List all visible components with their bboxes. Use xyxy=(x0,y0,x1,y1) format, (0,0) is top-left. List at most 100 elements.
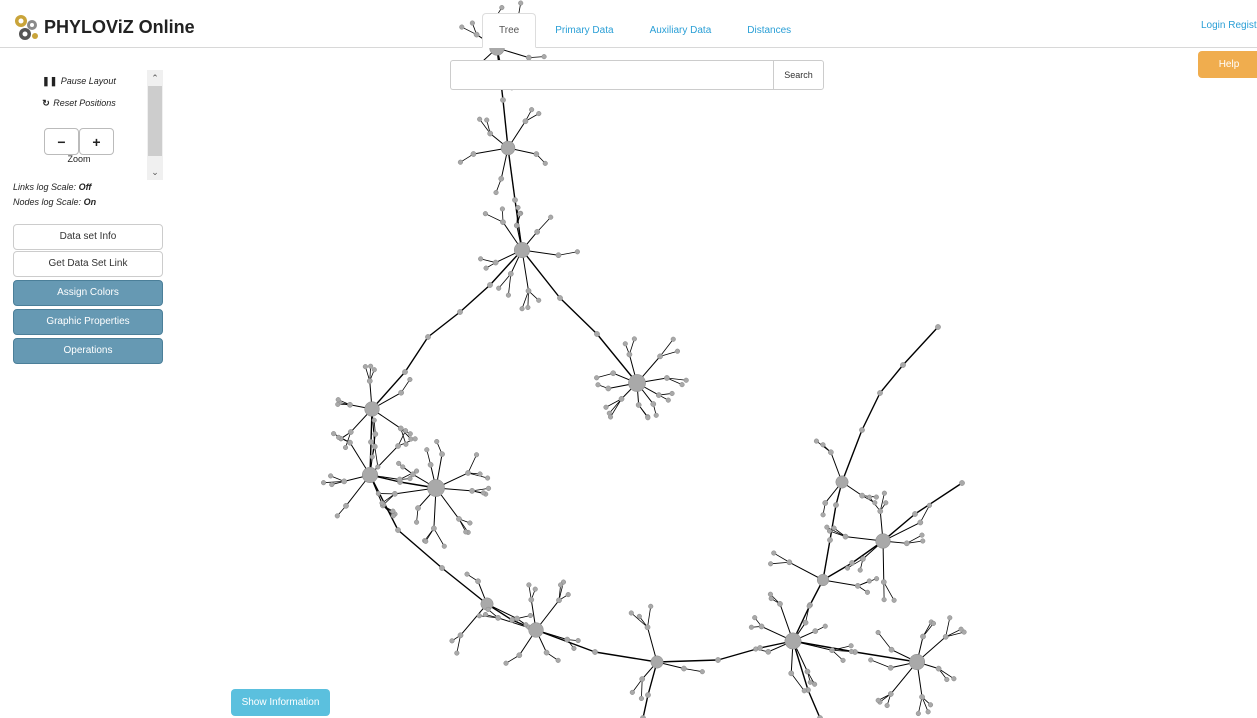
zoom-in-button[interactable]: + xyxy=(79,128,114,155)
tree-node[interactable] xyxy=(784,632,802,650)
tree-node[interactable] xyxy=(920,538,926,544)
tree-node[interactable] xyxy=(826,528,833,534)
tree-node[interactable] xyxy=(480,490,486,496)
tree-node[interactable] xyxy=(392,490,398,497)
login-register-link[interactable]: Login Registe xyxy=(1201,20,1257,31)
tree-node[interactable] xyxy=(509,617,515,623)
tree-node[interactable] xyxy=(903,540,910,547)
tree-node[interactable] xyxy=(788,670,795,677)
tree-node[interactable] xyxy=(900,362,906,368)
tree-node[interactable] xyxy=(361,466,379,484)
tree-node[interactable] xyxy=(628,610,634,616)
tree-node[interactable] xyxy=(618,396,625,402)
tree-node[interactable] xyxy=(644,624,651,631)
tab-tree[interactable]: Tree xyxy=(482,13,537,48)
tree-node[interactable] xyxy=(849,560,855,566)
tree-node[interactable] xyxy=(456,516,462,522)
tree-node[interactable] xyxy=(414,519,420,525)
zoom-out-button[interactable]: − xyxy=(44,128,79,155)
tree-node[interactable] xyxy=(574,249,580,255)
operations-button[interactable]: Operations xyxy=(13,338,163,364)
data-set-info-button[interactable]: Data set Info xyxy=(13,224,163,250)
tree-node[interactable] xyxy=(824,524,830,530)
tree-node[interactable] xyxy=(371,443,378,450)
tree-node[interactable] xyxy=(410,471,416,478)
tree-node[interactable] xyxy=(822,623,828,629)
get-data-set-link-button[interactable]: Get Data Set Link xyxy=(13,251,163,277)
tree-node[interactable] xyxy=(536,297,542,303)
tree-node[interactable] xyxy=(517,211,523,217)
tree-node[interactable] xyxy=(474,452,480,458)
tree-node[interactable] xyxy=(592,649,598,655)
tree-node[interactable] xyxy=(395,527,401,533)
tree-node[interactable] xyxy=(917,519,924,526)
tree-node[interactable] xyxy=(827,537,833,543)
tree-node[interactable] xyxy=(768,596,774,602)
tree-node[interactable] xyxy=(486,485,492,491)
tree-node[interactable] xyxy=(495,615,501,621)
tree-node[interactable] xyxy=(424,447,430,453)
tree-node[interactable] xyxy=(503,660,509,666)
tree-node[interactable] xyxy=(699,669,705,675)
tree-node[interactable] xyxy=(403,428,409,434)
tree-node[interactable] xyxy=(681,665,687,672)
tree-node[interactable] xyxy=(414,468,420,474)
tree-node[interactable] xyxy=(396,476,403,483)
tree-node[interactable] xyxy=(935,324,941,330)
assign-colors-button[interactable]: Assign Colors xyxy=(13,280,163,306)
tree-node[interactable] xyxy=(427,461,434,468)
tree-node[interactable] xyxy=(817,715,823,718)
tree-node[interactable] xyxy=(947,615,953,621)
tree-node[interactable] xyxy=(499,206,505,212)
tree-node[interactable] xyxy=(874,576,880,582)
tree-node[interactable] xyxy=(485,606,491,612)
tree-node[interactable] xyxy=(528,622,544,638)
tree-node[interactable] xyxy=(515,205,521,211)
tree-node[interactable] xyxy=(492,259,499,266)
tree-node[interactable] xyxy=(951,676,957,682)
chevron-down-icon[interactable]: ⌄ xyxy=(151,167,159,177)
tree-node[interactable] xyxy=(768,561,774,567)
tree-node[interactable] xyxy=(463,529,469,535)
tree-node[interactable] xyxy=(564,636,571,643)
tree-node[interactable] xyxy=(500,97,506,103)
tab-auxiliary-data[interactable]: Auxiliary Data xyxy=(649,25,712,36)
tree-node[interactable] xyxy=(757,645,763,651)
tree-node[interactable] xyxy=(884,702,890,709)
tree-node[interactable] xyxy=(854,583,861,589)
search-input[interactable] xyxy=(450,60,773,90)
tree-node[interactable] xyxy=(888,646,895,653)
controls-scrollbar[interactable]: ⌃ ⌄ xyxy=(147,70,163,180)
tree-node[interactable] xyxy=(320,480,327,486)
tree-node[interactable] xyxy=(482,211,488,217)
tree-node[interactable] xyxy=(595,382,601,388)
tree-node[interactable] xyxy=(920,633,926,640)
tree-node[interactable] xyxy=(648,603,654,609)
tree-node[interactable] xyxy=(556,597,562,604)
tree-node[interactable] xyxy=(927,702,934,708)
tree-node[interactable] xyxy=(683,377,689,383)
tree-node[interactable] xyxy=(522,118,529,125)
tree-node[interactable] xyxy=(555,252,562,259)
tree-node[interactable] xyxy=(880,579,887,585)
tree-node[interactable] xyxy=(525,304,531,311)
tree-node[interactable] xyxy=(469,488,475,494)
tree-node[interactable] xyxy=(887,664,894,671)
tree-node[interactable] xyxy=(525,288,532,294)
tree-node[interactable] xyxy=(626,351,633,358)
tree-node[interactable] xyxy=(459,24,465,30)
tree-node[interactable] xyxy=(912,511,918,517)
tree-node[interactable] xyxy=(372,431,379,437)
tree-node[interactable] xyxy=(465,470,471,476)
tree-node[interactable] xyxy=(653,412,659,418)
brand[interactable]: PHYLOViZ Online xyxy=(12,12,195,42)
tree-node[interactable] xyxy=(500,219,506,225)
tree-node[interactable] xyxy=(542,160,548,166)
tree-node[interactable] xyxy=(534,229,540,235)
tree-node[interactable] xyxy=(748,624,754,630)
tree-node[interactable] xyxy=(812,681,818,687)
tree-node[interactable] xyxy=(457,159,463,165)
tree-node[interactable] xyxy=(434,439,440,445)
tree-node[interactable] xyxy=(493,190,499,196)
tree-node[interactable] xyxy=(368,363,374,369)
